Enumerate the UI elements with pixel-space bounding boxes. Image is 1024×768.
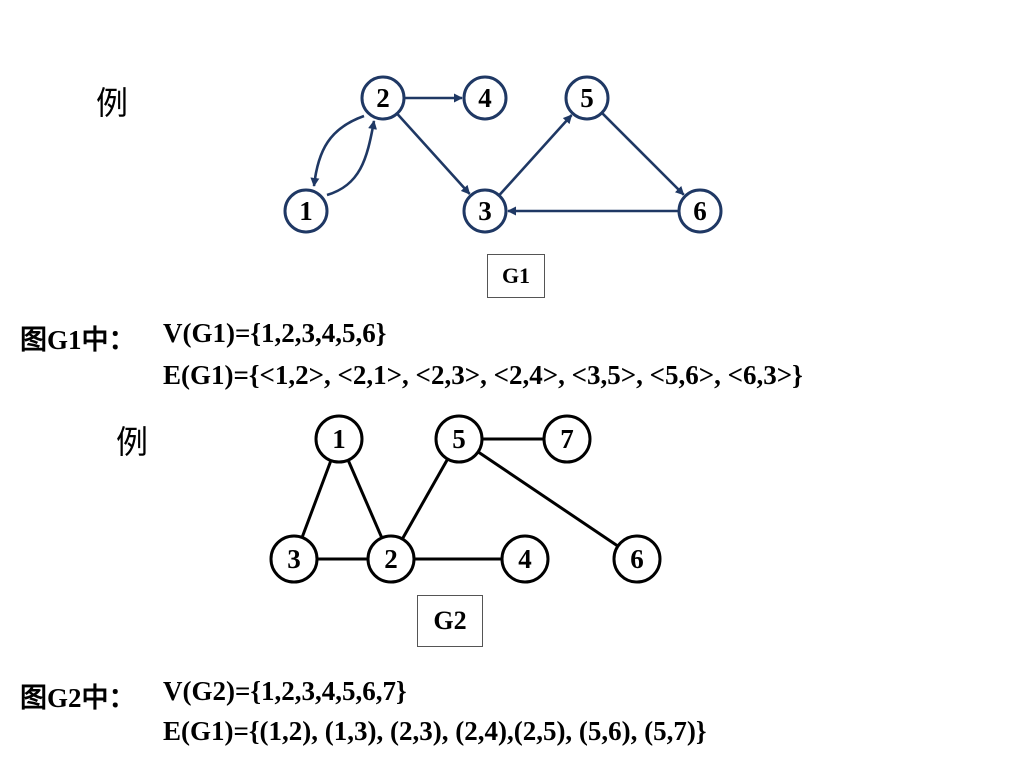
node-2-circle — [360, 75, 406, 121]
node-5-circle — [434, 414, 484, 464]
node-1-circle — [314, 414, 364, 464]
node-1-circle — [283, 188, 329, 234]
node-7-label: 7 — [560, 424, 574, 454]
node-5-circle — [564, 75, 610, 121]
node-3-label: 3 — [478, 196, 492, 226]
node-1-label: 1 — [332, 424, 346, 454]
g2-vertex-set: V(G2)={1,2,3,4,5,6,7} — [163, 676, 407, 706]
node-5: 5 — [434, 414, 484, 464]
node-2-label: 2 — [384, 544, 398, 574]
edge-1-2 — [326, 120, 377, 197]
node-6: 6 — [612, 534, 662, 584]
edge-3-5 — [498, 114, 573, 197]
g1-vertex-set: V(G1)={1,2,3,4,5,6} — [163, 318, 387, 348]
node-5-label: 5 — [452, 424, 466, 454]
example-label-2: 例 — [116, 424, 149, 460]
g2-edge-set: E(G1)={(1,2), (1,3), (2,3), (2,4),(2,5),… — [163, 716, 707, 746]
node-4: 4 — [500, 534, 550, 584]
node-4-circle — [500, 534, 550, 584]
node-6-label: 6 — [693, 196, 707, 226]
node-7-circle — [542, 414, 592, 464]
example-label-1: 例 — [96, 85, 129, 121]
edge-2-1 — [310, 114, 365, 187]
node-2: 2 — [360, 75, 406, 121]
edge-1-2 — [346, 459, 384, 539]
g1-edge-set: E(G1)={<1,2>, <2,1>, <2,3>, <2,4>, <3,5>… — [163, 360, 803, 390]
edge-1-3 — [300, 460, 333, 538]
node-3-label: 3 — [287, 544, 301, 574]
graph-g2-caption: G2 — [417, 595, 483, 647]
node-4-label: 4 — [518, 544, 532, 574]
graph-g1-caption: G1 — [487, 254, 545, 298]
graph-g2: 1 2 3 4 5 6 7 — [269, 414, 662, 584]
node-4-label: 4 — [478, 83, 492, 113]
node-1: 1 — [314, 414, 364, 464]
node-3-circle — [269, 534, 319, 584]
node-6-circle — [677, 188, 723, 234]
node-6: 6 — [677, 188, 723, 234]
node-1: 1 — [283, 188, 329, 234]
g1-set-prefix: 图G1中： — [20, 325, 136, 355]
node-3-circle — [462, 188, 508, 234]
node-2-circle — [366, 534, 416, 584]
node-4: 4 — [462, 75, 508, 121]
edge-5-6 — [477, 450, 619, 548]
node-2-label: 2 — [376, 83, 390, 113]
node-5: 5 — [564, 75, 610, 121]
node-3: 3 — [269, 534, 319, 584]
edge-5-6 — [600, 111, 685, 196]
node-6-label: 6 — [630, 544, 644, 574]
node-3: 3 — [462, 188, 508, 234]
node-2: 2 — [366, 534, 416, 584]
edge-2-3 — [396, 112, 471, 195]
g2-set-prefix: 图G2中： — [20, 683, 136, 713]
node-4-circle — [462, 75, 508, 121]
node-7: 7 — [542, 414, 592, 464]
node-1-label: 1 — [299, 196, 313, 226]
node-6-circle — [612, 534, 662, 584]
node-5-label: 5 — [580, 83, 594, 113]
edge-2-5 — [401, 458, 449, 540]
graph-g1: 1 2 3 4 5 6 — [283, 75, 723, 234]
